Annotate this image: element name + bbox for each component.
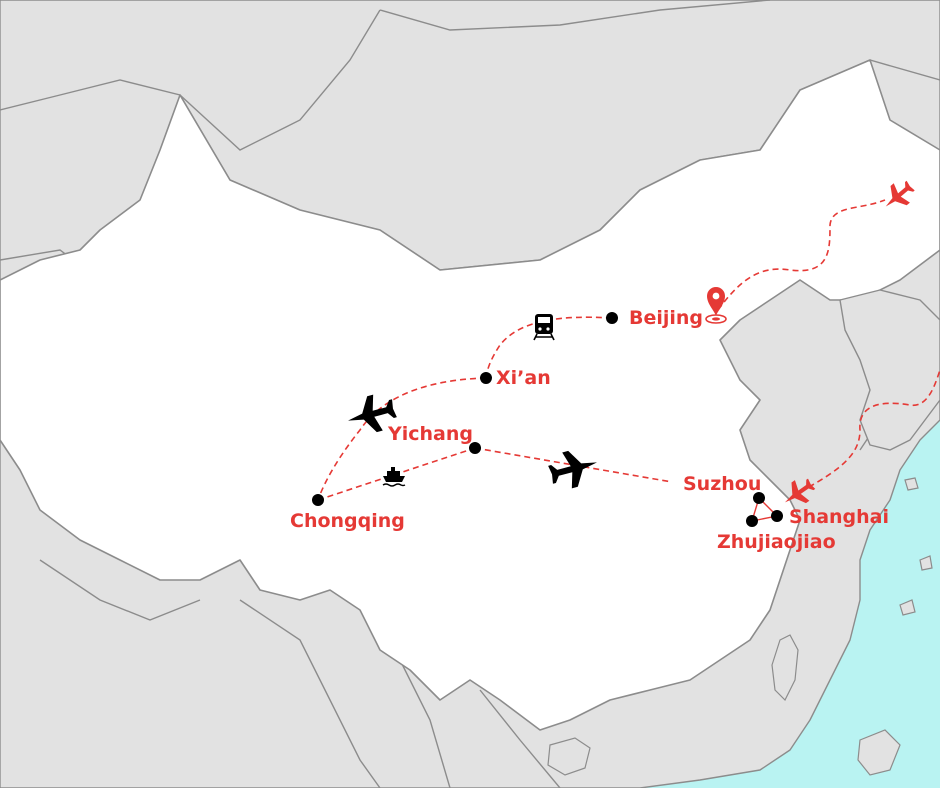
location-pin-icon xyxy=(705,287,727,324)
china-land xyxy=(0,59,940,731)
taiwan xyxy=(771,634,799,702)
korea-land xyxy=(839,289,940,451)
hainan xyxy=(547,737,591,776)
city-label-shanghai: Shanghai xyxy=(789,506,889,528)
city-label-xian: Xi’an xyxy=(496,367,551,389)
philippines-north xyxy=(857,729,901,776)
city-dot-shanghai xyxy=(771,510,783,522)
city-dot-suzhou xyxy=(753,492,765,504)
city-labels: Beijing Xi’an Yichang Chongqing Suzhou S… xyxy=(290,307,889,553)
train-icon xyxy=(533,314,555,341)
airplane-icon xyxy=(348,394,397,433)
cruise-ship-icon xyxy=(382,467,406,487)
route-yichang-suzhou xyxy=(474,447,673,483)
city-dot-zhujiajiao xyxy=(746,515,758,527)
city-label-yichang: Yichang xyxy=(387,423,473,445)
city-dot-beijing xyxy=(606,312,618,324)
route-international-beijing xyxy=(717,199,886,311)
city-label-beijing: Beijing xyxy=(629,307,703,329)
airplane-icon xyxy=(548,450,597,489)
route-beijing-xian xyxy=(485,316,613,379)
city-dots xyxy=(312,312,783,527)
japan-islands xyxy=(899,477,933,616)
airplane-icon xyxy=(885,180,915,207)
city-label-suzhou: Suzhou xyxy=(683,473,761,495)
city-dot-chongqing xyxy=(312,494,324,506)
city-dot-xian xyxy=(480,372,492,384)
route-shanghai-international xyxy=(799,369,940,493)
airplane-icon xyxy=(784,478,816,504)
city-label-chongqing: Chongqing xyxy=(290,510,405,532)
city-dot-yichang xyxy=(469,442,481,454)
city-label-zhujiajiao: Zhujiaojiao xyxy=(717,531,836,553)
